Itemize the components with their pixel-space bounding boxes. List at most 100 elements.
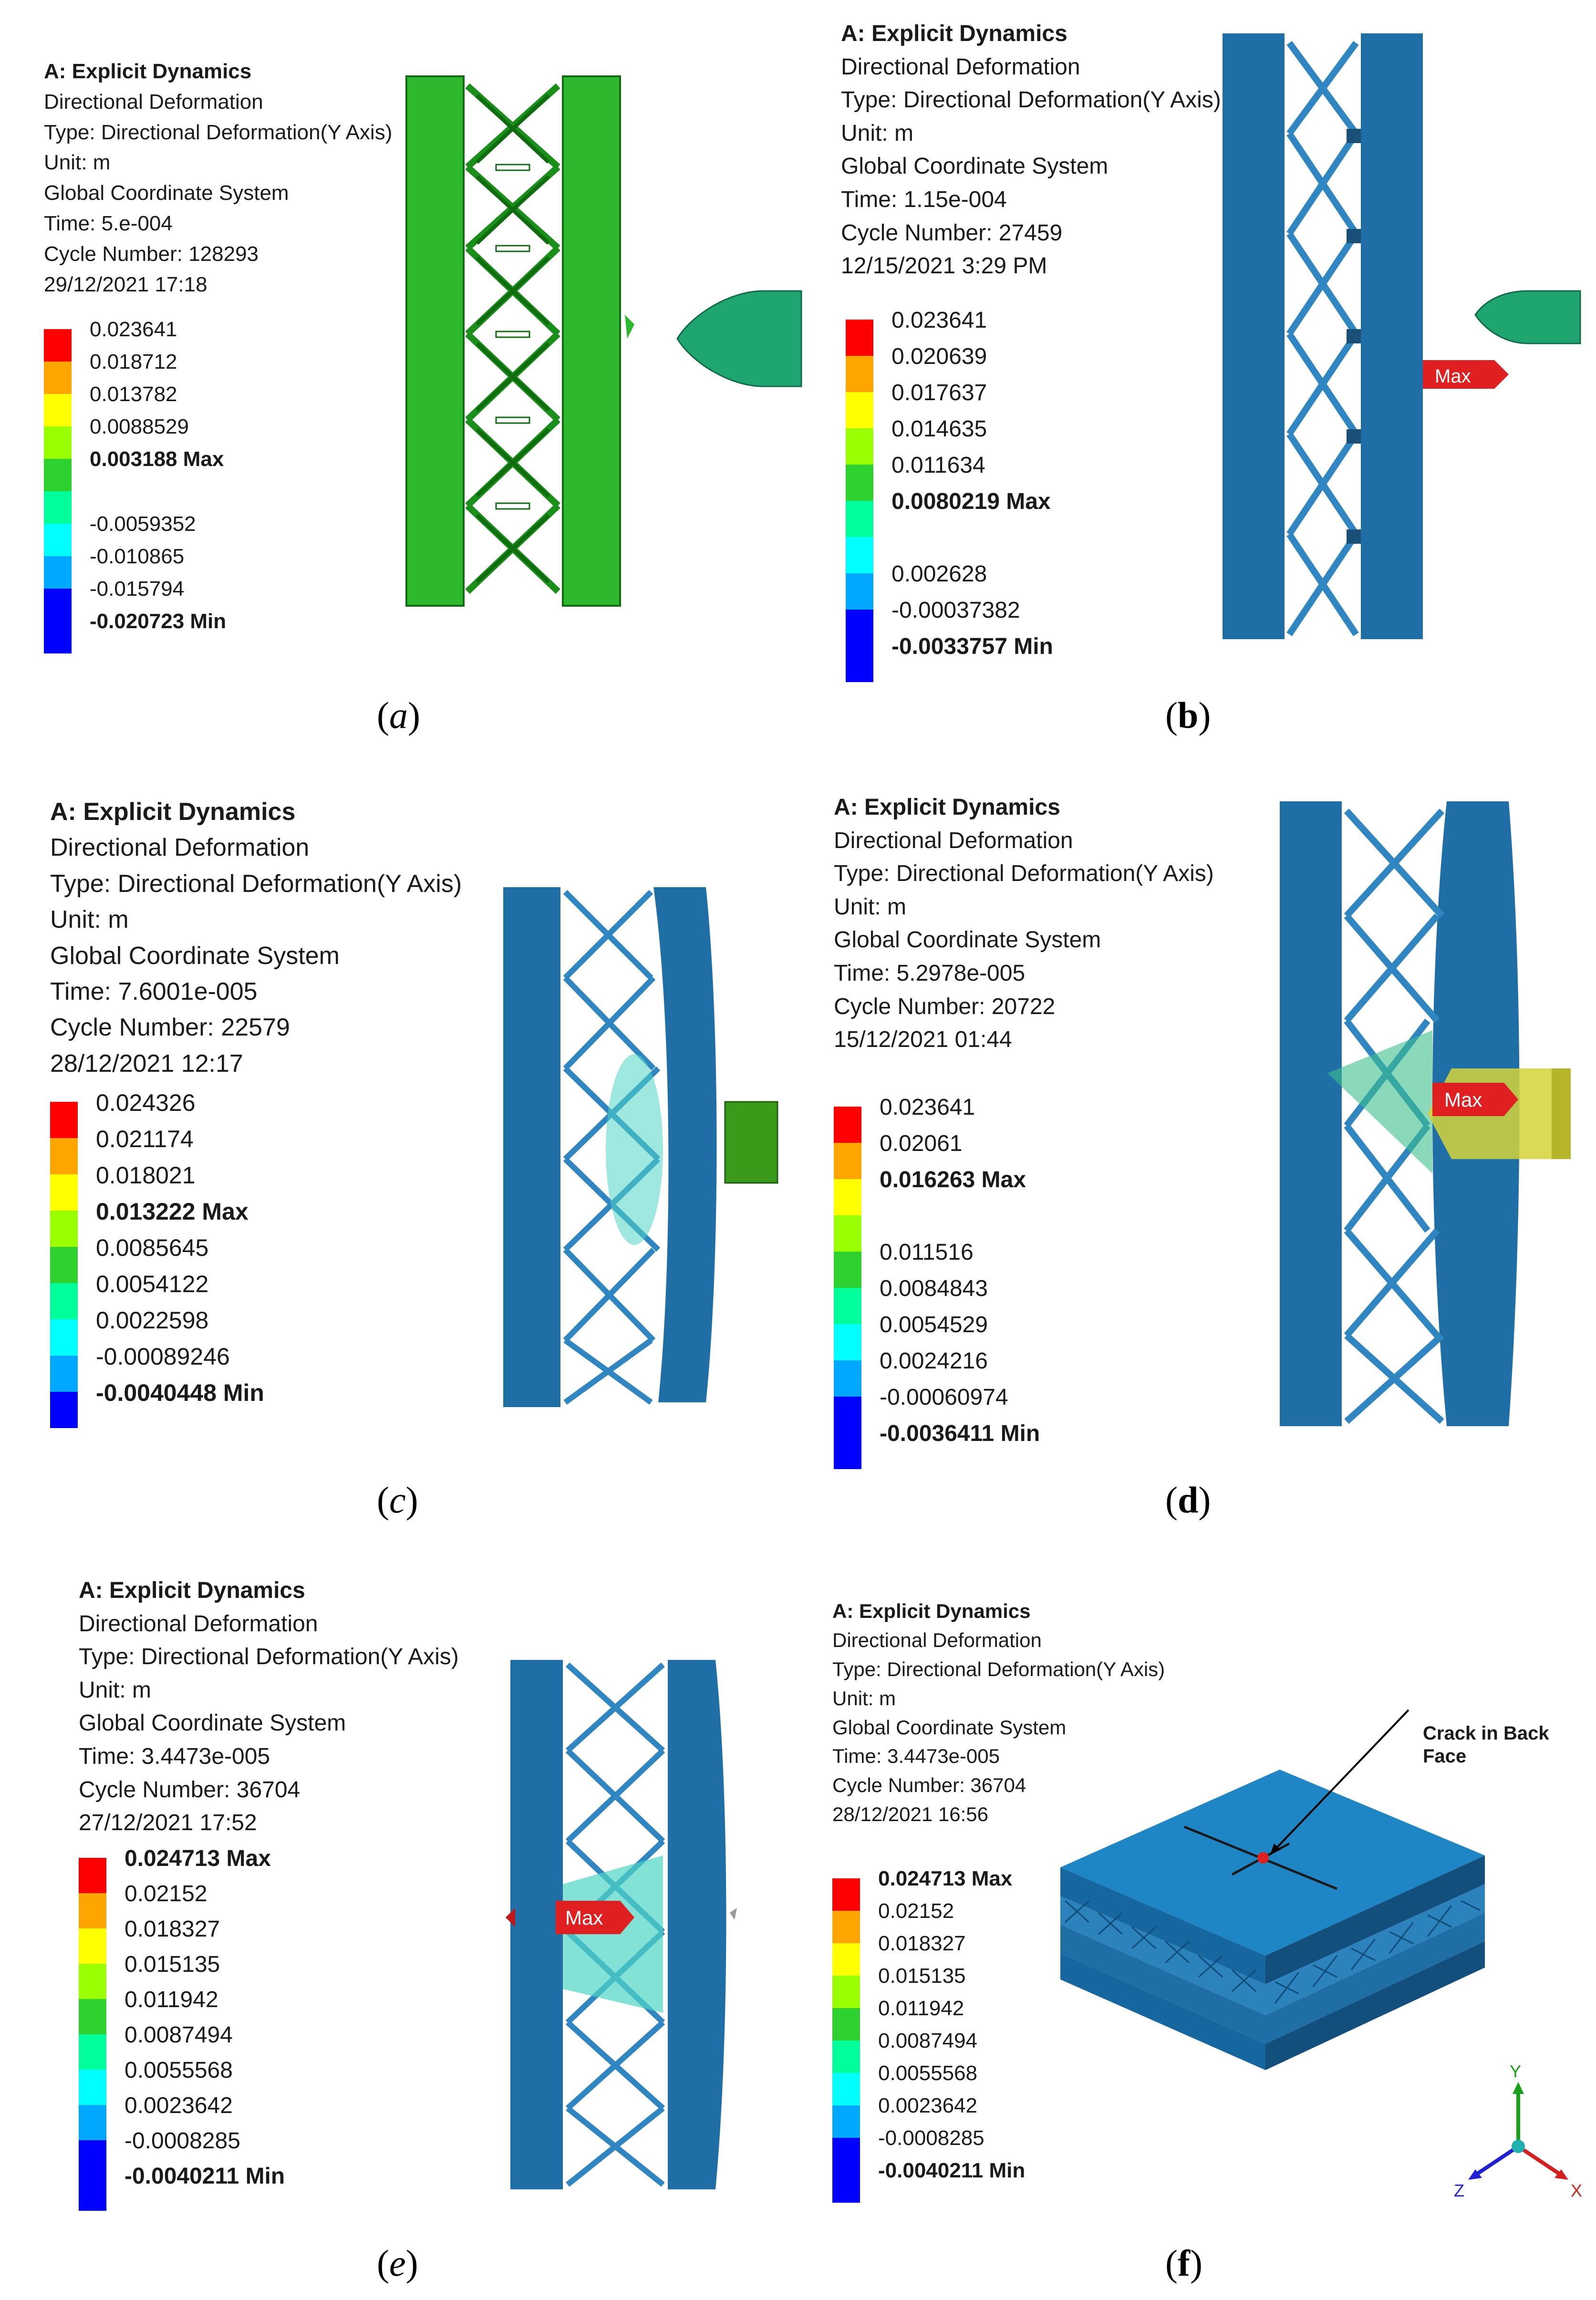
- model-view: Max: [506, 1660, 737, 2189]
- legend-swatch: [50, 1211, 78, 1247]
- legend-label: 0.015135: [878, 1964, 966, 1988]
- info-block: A: Explicit Dynamics Directional Deforma…: [832, 1597, 1165, 1829]
- legend-swatch: [846, 573, 873, 610]
- legend-swatch: [44, 362, 72, 394]
- legend-swatch: [834, 1397, 861, 1433]
- legend-swatch: [44, 329, 72, 362]
- legend-swatch: [79, 1858, 106, 1893]
- unit: Unit: m: [50, 906, 129, 934]
- model-view: Y X Z: [1060, 1709, 1582, 2200]
- panel-c: A: Explicit Dynamics Directional Deforma…: [0, 773, 798, 1536]
- legend-label: 0.024713 Max: [878, 1866, 1013, 1890]
- date: 27/12/2021 17:52: [79, 1810, 257, 1836]
- date: 12/15/2021 3:29 PM: [841, 253, 1047, 279]
- crack-annotation: Crack in Back Face: [1423, 1723, 1549, 1767]
- model-view: [503, 887, 778, 1407]
- legend-label: 0.02061: [880, 1130, 963, 1156]
- legend-label: 0.0023642: [124, 2093, 233, 2118]
- legend-label: 0.0087494: [124, 2022, 233, 2048]
- legend-swatch: [50, 1138, 78, 1174]
- legend-swatch: [834, 1215, 861, 1252]
- legend-swatch: [79, 2140, 106, 2176]
- legend-swatch: [834, 1360, 861, 1397]
- legend-swatch: [44, 426, 72, 459]
- svg-text:Z: Z: [1454, 2181, 1464, 2200]
- result-name: Directional Deformation: [841, 54, 1080, 80]
- info-block: A: Explicit Dynamics Directional Deforma…: [50, 794, 462, 1082]
- legend-label: 0.02152: [124, 1881, 207, 1906]
- legend-swatch: [79, 2034, 106, 2070]
- legend-label: 0.0054529: [880, 1312, 988, 1337]
- legend-label: 0.0023642: [878, 2093, 977, 2117]
- legend-swatch: [50, 1356, 78, 1392]
- legend-label: 0.0085645: [96, 1234, 209, 1261]
- model-view: Max: [1223, 33, 1581, 639]
- result-name: Directional Deformation: [50, 834, 310, 862]
- legend-label: 0.018712: [90, 350, 177, 373]
- legend-label: 0.017637: [891, 380, 987, 405]
- caption-e: (e): [377, 2242, 418, 2284]
- caption-d: (d): [1165, 1479, 1211, 1521]
- result-name: Directional Deformation: [79, 1611, 318, 1637]
- legend-label: 0.023641: [90, 317, 177, 341]
- legend-label: 0.011942: [124, 1987, 218, 2012]
- legend-label: 0.020639: [891, 343, 987, 369]
- date: 28/12/2021 12:17: [50, 1049, 243, 1077]
- legend-swatch: [846, 392, 873, 428]
- legend-swatch: [834, 1324, 861, 1360]
- info-block: A: Explicit Dynamics Directional Deforma…: [79, 1574, 459, 1840]
- cycle-number: Cycle Number: 128293: [44, 242, 259, 266]
- svg-text:Max: Max: [1444, 1088, 1482, 1111]
- legend-swatch: [832, 1911, 860, 1943]
- max-tag: Max: [1432, 1083, 1518, 1116]
- truss-core: [1286, 41, 1359, 636]
- legend-label: -0.0036411 Min: [880, 1420, 1040, 1446]
- legend-swatch: [832, 2170, 860, 2203]
- legend-swatch: [832, 2008, 860, 2041]
- time: Time: 5.2978e-005: [834, 960, 1026, 986]
- legend-swatch: [832, 1878, 860, 1911]
- legend-swatch: [50, 1174, 78, 1211]
- legend-label: 0.015135: [124, 1951, 220, 1977]
- legend-swatch: [79, 1893, 106, 1928]
- legend-swatch: [832, 1976, 860, 2008]
- max-tag: Max: [556, 1901, 634, 1934]
- projectile: [724, 1101, 778, 1184]
- back-plate: [1361, 33, 1423, 639]
- legend-swatch: [44, 524, 72, 556]
- unit: Unit: m: [79, 1677, 152, 1703]
- legend-label: -0.0059352: [90, 512, 196, 536]
- max-tag: Max: [1423, 360, 1509, 389]
- model-view: [405, 75, 802, 607]
- result-type: Type: Directional Deformation(Y Axis): [832, 1658, 1165, 1680]
- analysis-title: A: Explicit Dynamics: [834, 795, 1060, 820]
- legend-label: -0.020723 Min: [90, 609, 227, 633]
- legend-swatch: [832, 2105, 860, 2138]
- analysis-title: A: Explicit Dynamics: [44, 60, 252, 83]
- legend-label: 0.011942: [878, 1996, 964, 2020]
- date: 29/12/2021 17:18: [44, 272, 207, 296]
- legend-label: 0.02152: [878, 1899, 954, 1923]
- legend-label: -0.0040211 Min: [878, 2158, 1026, 2182]
- legend-label: -0.010865: [90, 544, 185, 568]
- legend-label: -0.0008285: [878, 2126, 985, 2150]
- truss-core: [465, 83, 560, 594]
- front-plate: [1280, 801, 1342, 1426]
- legend-label: 0.0022598: [96, 1306, 209, 1334]
- legend-swatch: [846, 428, 873, 465]
- back-plate: [653, 887, 717, 1402]
- legend-swatch: [846, 320, 873, 356]
- annotation-arrow: [1269, 1709, 1409, 1855]
- legend-swatch: [79, 2105, 106, 2140]
- legend-swatch: [44, 621, 72, 653]
- legend-label: 0.023641: [891, 307, 987, 333]
- cycle-number: Cycle Number: 36704: [79, 1777, 301, 1803]
- legend-swatch: [832, 2073, 860, 2105]
- legend-label: -0.015794: [90, 577, 185, 601]
- legend-label: 0.024326: [96, 1089, 196, 1116]
- caption-b: (b): [1165, 694, 1211, 736]
- info-block: A: Explicit Dynamics Directional Deforma…: [44, 56, 392, 300]
- coordinate-system: Global Coordinate System: [832, 1716, 1067, 1739]
- legend-swatch: [846, 501, 873, 537]
- legend-swatch: [832, 1943, 860, 1976]
